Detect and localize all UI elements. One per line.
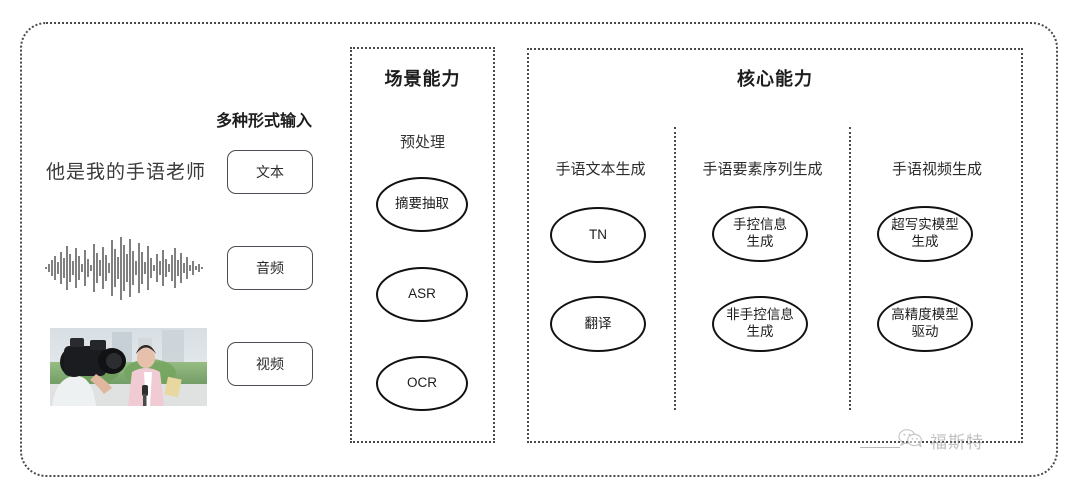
node-label: 翻译 — [584, 315, 612, 331]
node-tn[interactable]: TN — [550, 207, 646, 263]
node-label: 高精度模型驱动 — [891, 307, 959, 339]
node-summary-extraction[interactable]: 摘要抽取 — [376, 177, 468, 232]
core-capability-panel — [527, 48, 1023, 443]
scene-capability-panel — [350, 47, 495, 443]
node-label: ASR — [408, 286, 436, 302]
core-column-divider-1 — [674, 127, 676, 410]
input-chip-text[interactable]: 文本 — [227, 150, 313, 194]
node-label: 摘要抽取 — [395, 196, 449, 212]
waveform-icon — [44, 234, 206, 302]
node-label: 超写实模型生成 — [891, 217, 959, 249]
input-heading: 多种形式输入 — [216, 113, 313, 130]
node-nonmanual-info-generation[interactable]: 非手控信息生成 — [712, 296, 808, 352]
node-translation[interactable]: 翻译 — [550, 296, 646, 352]
core-column-header-video-generation: 手语视频生成 — [891, 161, 982, 178]
core-column-header-text-generation: 手语文本生成 — [555, 161, 646, 178]
node-hyperrealistic-model-generation[interactable]: 超写实模型生成 — [877, 206, 973, 262]
scene-subsection-label: 预处理 — [399, 134, 445, 151]
scene-panel-title: 场景能力 — [384, 69, 461, 89]
watermark-text: 福斯特 — [930, 433, 984, 452]
node-label: 非手控信息生成 — [726, 307, 794, 339]
input-chip-text-label: 文本 — [256, 164, 284, 180]
node-high-precision-model-driving[interactable]: 高精度模型驱动 — [877, 296, 973, 352]
wechat-icon — [898, 428, 924, 453]
video-thumbnail-icon — [50, 328, 207, 406]
input-chip-video-label: 视频 — [256, 356, 284, 372]
node-asr[interactable]: ASR — [376, 267, 468, 322]
sample-input-text: 他是我的手语老师 — [46, 162, 207, 183]
node-label: TN — [589, 226, 607, 242]
node-label: OCR — [407, 375, 437, 391]
input-chip-audio-label: 音频 — [256, 260, 284, 276]
node-ocr[interactable]: OCR — [376, 356, 468, 411]
watermark-rule — [860, 447, 900, 448]
core-column-divider-2 — [849, 127, 851, 410]
core-panel-title: 核心能力 — [737, 69, 813, 89]
node-label: 手控信息生成 — [733, 217, 787, 249]
input-chip-video[interactable]: 视频 — [227, 342, 313, 386]
core-column-header-element-sequence: 手语要素序列生成 — [702, 161, 823, 178]
node-manual-info-generation[interactable]: 手控信息生成 — [712, 206, 808, 262]
watermark: 福斯特 — [898, 428, 984, 453]
input-chip-audio[interactable]: 音频 — [227, 246, 313, 290]
outer-frame — [20, 22, 1058, 477]
